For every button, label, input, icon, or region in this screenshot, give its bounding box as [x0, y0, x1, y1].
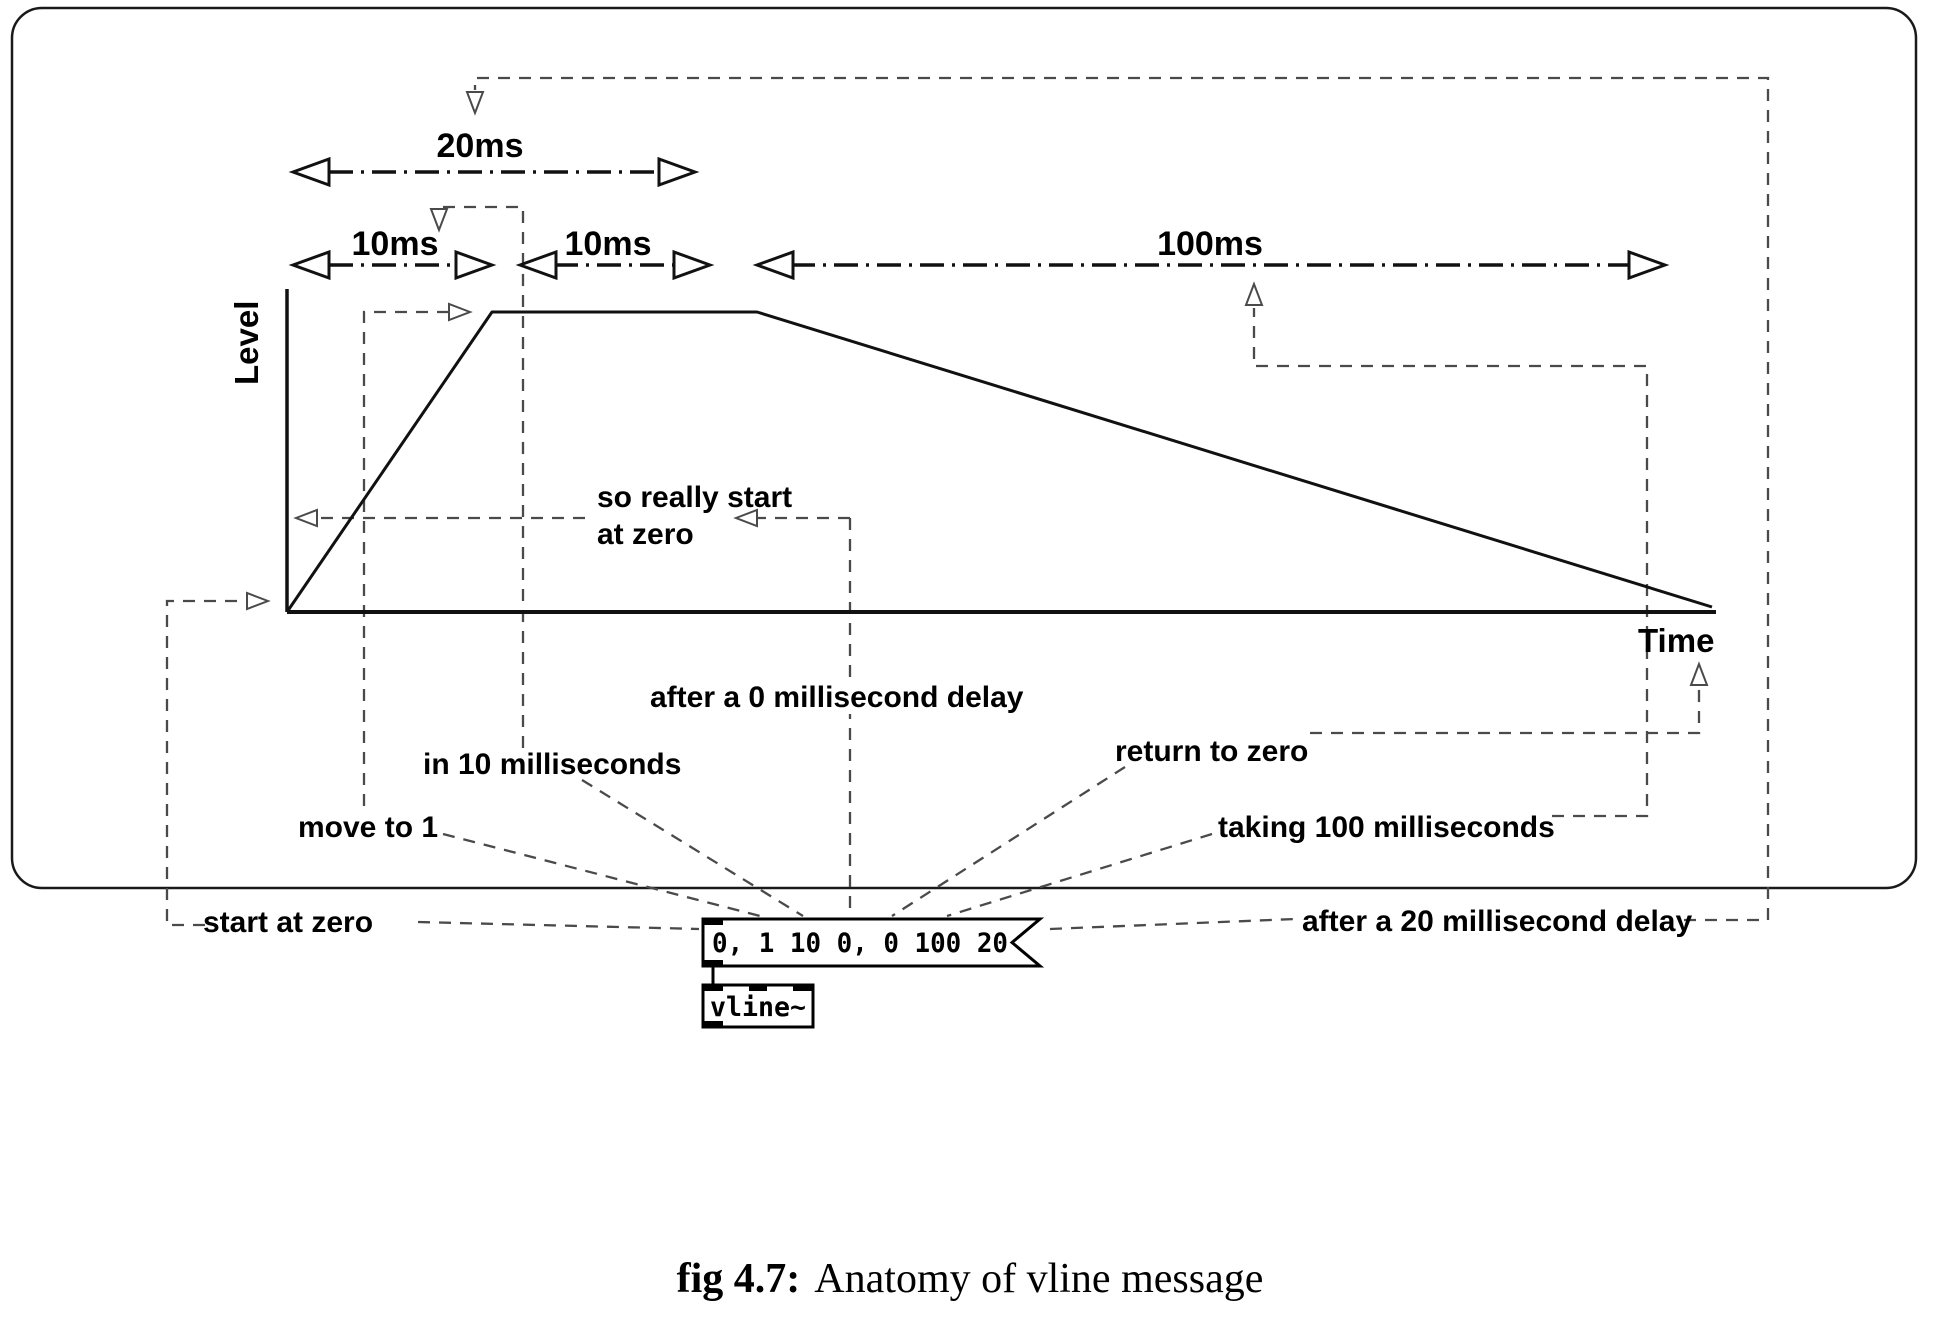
arrowhead-at-so-really-label-icon: [733, 508, 758, 528]
arrow-right-100ms-icon: [1627, 249, 1670, 281]
label-taking-100-milliseconds: taking 100 milliseconds: [1218, 811, 1555, 844]
object-box-text: vline~: [710, 992, 806, 1023]
connector-move-to-1: [362, 310, 448, 806]
label-in-10-milliseconds: in 10 milliseconds: [423, 748, 681, 781]
message-box: [701, 917, 1045, 968]
figure-caption: fig 4.7: Anatomy of vline message: [677, 1256, 1264, 1302]
duration-label-10ms-hold: 10ms: [565, 225, 652, 263]
object-outlet-nub: [703, 1021, 723, 1027]
arrow-left-100ms-icon: [752, 249, 795, 281]
arrowhead-at-100ms-icon: [1244, 281, 1264, 306]
arrow-right-10ms-hold-icon: [672, 249, 715, 281]
duration-label-100ms: 100ms: [1157, 225, 1263, 263]
connector-start-at-zero-to-message: [417, 920, 700, 931]
duration-label-20ms: 20ms: [437, 127, 524, 165]
figure-border: [10, 6, 1918, 890]
connector-return-to-zero: [1310, 690, 1701, 735]
arrowhead-at-origin-icon: [246, 591, 271, 611]
connector-in-10-ms-to-message: [581, 779, 804, 917]
figure-caption-title: Anatomy of vline message: [814, 1256, 1263, 1302]
y-axis-label: Level: [228, 301, 265, 385]
figure-caption-number: fig 4.7:: [677, 1256, 801, 1302]
connector-taking-100-to-message: [946, 832, 1213, 918]
label-after-20-delay: after a 20 millisecond delay: [1302, 905, 1692, 938]
pd-patch: 0, 1 10 0, 0 100 20 vline~: [701, 917, 1045, 1029]
object-inlet-right-nub: [793, 985, 813, 991]
label-so-really-start-line1: so really start: [597, 481, 792, 514]
label-move-to-1: move to 1: [298, 811, 438, 844]
arrowhead-at-time-icon: [1689, 661, 1709, 686]
connector-lines: [165, 76, 1770, 931]
label-return-to-zero: return to zero: [1115, 735, 1308, 768]
message-box-text: 0, 1 10 0, 0 100 20: [712, 928, 1008, 959]
label-backing: [645, 678, 1017, 714]
arrowhead-at-peak-icon: [448, 302, 473, 322]
annotation-labels: so really start at zero after a 0 millis…: [203, 481, 1692, 939]
arrowhead-at-axis-zero-icon: [293, 508, 318, 528]
envelope-graph: Level Time: [228, 289, 1716, 659]
arrowhead-at-10ms-icon: [429, 208, 449, 233]
connector-return-to-zero-to-message: [891, 766, 1126, 917]
label-after-0-delay: after a 0 millisecond delay: [650, 681, 1024, 714]
arrow-left-10ms-rise-icon: [288, 249, 331, 281]
arrowhead-at-20ms-icon: [465, 91, 485, 116]
arrow-right-20ms-icon: [657, 156, 700, 188]
arrow-right-10ms-rise-icon: [454, 249, 497, 281]
arrow-left-20ms-icon: [288, 156, 331, 188]
envelope-curve: [285, 310, 1713, 613]
connector-after-20-to-message: [1049, 917, 1296, 931]
duration-markers: 20ms 10ms 10ms 100ms: [288, 127, 1670, 281]
object-inlet-middle-nub: [749, 985, 767, 991]
message-outlet-nub: [703, 960, 723, 966]
label-start-at-zero: start at zero: [203, 906, 373, 939]
label-so-really-start-line2: at zero: [597, 518, 694, 551]
object-inlet-left-nub: [703, 985, 723, 991]
connector-after-20-delay: [473, 76, 1770, 922]
x-axis-label: Time: [1638, 622, 1714, 659]
connector-taking-100: [1252, 308, 1649, 818]
arrow-left-10ms-hold-icon: [515, 249, 558, 281]
connector-start-at-zero: [165, 599, 248, 927]
message-inlet-nub: [703, 919, 723, 925]
duration-label-10ms-rise: 10ms: [352, 225, 439, 263]
